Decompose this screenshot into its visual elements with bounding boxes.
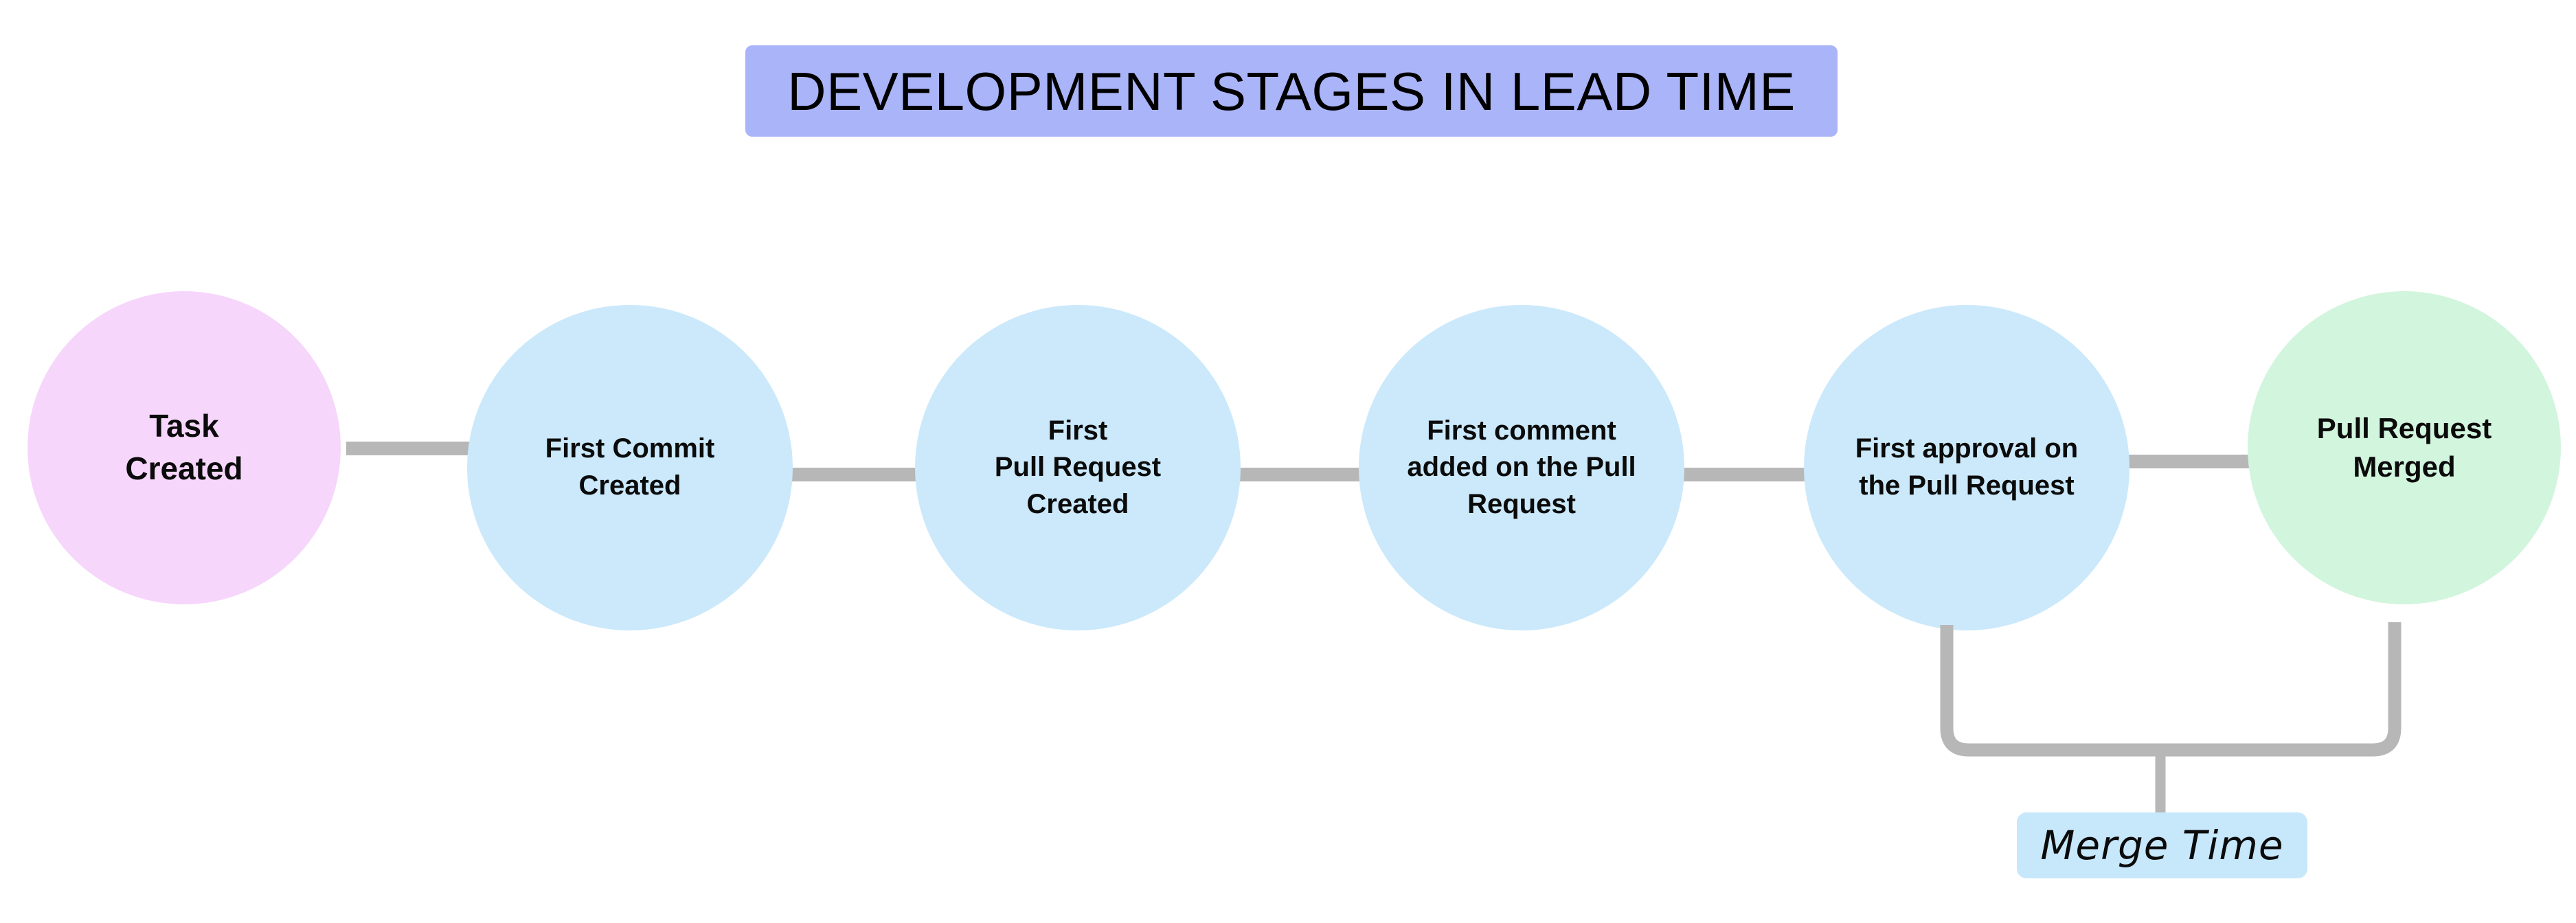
- page-title-banner: DEVELOPMENT STAGES IN LEAD TIME: [745, 45, 1838, 137]
- stage-label-first-approval-on-pull-request: First approval on the Pull Request: [1855, 433, 2079, 501]
- stage-circle-first-approval-on-pull-request[interactable]: First approval on the Pull Request: [1804, 305, 2129, 630]
- stage-label-first-commit-created: First Commit Created: [545, 433, 715, 501]
- stage-label-first-comment-added-on-pull-request: First comment added on the Pull Request: [1407, 415, 1636, 519]
- stage-circle-first-comment-added-on-pull-request[interactable]: First comment added on the Pull Request: [1359, 305, 1684, 630]
- connector-2-3: [791, 468, 929, 481]
- stage-circle-first-pull-request-created[interactable]: First Pull Request Created: [915, 305, 1241, 630]
- merge-time-bracket: [1940, 622, 2402, 819]
- stage-label-task-created: Task Created: [125, 408, 243, 486]
- bracket-path: [1940, 622, 2402, 757]
- merge-time-label: Merge Time: [2040, 822, 2284, 869]
- page-title: DEVELOPMENT STAGES IN LEAD TIME: [787, 60, 1796, 122]
- merge-time-badge[interactable]: Merge Time: [2017, 812, 2307, 878]
- stage-circle-first-commit-created[interactable]: First Commit Created: [467, 305, 793, 630]
- stage-label-pull-request-merged: Pull Request Merged: [2316, 411, 2492, 483]
- stage-label-first-pull-request-created: First Pull Request Created: [994, 415, 1162, 519]
- stage-circle-pull-request-merged[interactable]: Pull Request Merged: [2248, 291, 2561, 604]
- connector-3-4: [1236, 468, 1374, 481]
- connector-4-5: [1682, 468, 1819, 481]
- connector-1-2: [346, 442, 484, 455]
- connector-5-6: [2124, 455, 2261, 468]
- stage-circle-task-created[interactable]: Task Created: [27, 291, 341, 604]
